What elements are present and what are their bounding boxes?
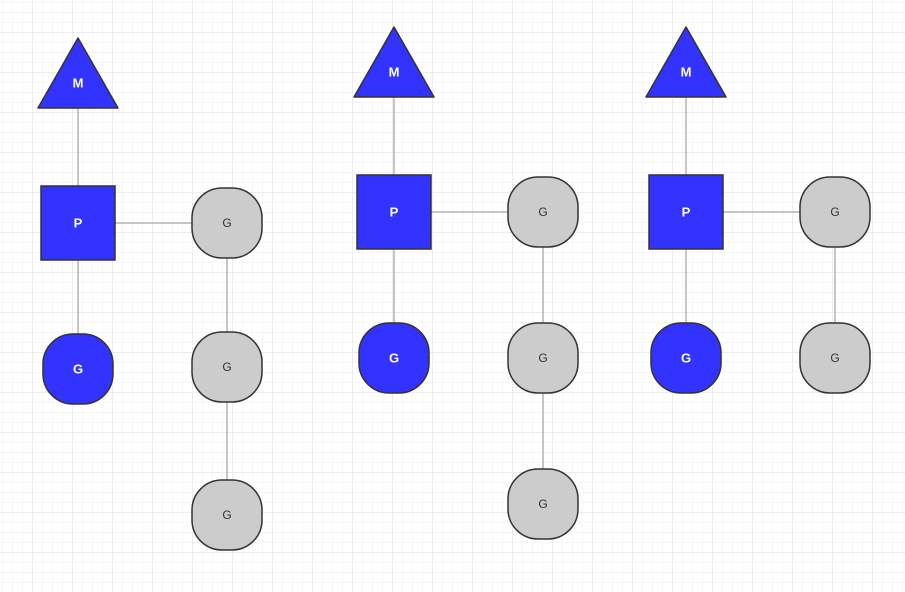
running-goroutine-label-2: G <box>389 351 399 366</box>
queued-goroutine-2-1 <box>507 176 579 248</box>
queued-goroutine-label-1-2: G <box>222 360 231 374</box>
machine-label-1: M <box>73 76 84 91</box>
running-goroutine-2 <box>358 322 430 394</box>
running-goroutine-label-3: G <box>681 351 691 366</box>
group-3: M P G G G <box>645 26 871 394</box>
queued-goroutine-1-3 <box>191 479 263 551</box>
queued-goroutine-2-2 <box>507 322 579 394</box>
queued-goroutine-2-3 <box>507 468 579 540</box>
queued-goroutine-label-2-1: G <box>538 205 547 219</box>
queued-goroutine-label-1-1: G <box>222 216 231 230</box>
queued-goroutine-label-3-2: G <box>830 351 839 365</box>
group-1: M P G G G G <box>37 37 263 551</box>
queued-goroutine-label-1-3: G <box>222 508 231 522</box>
processor-square-3 <box>648 174 724 250</box>
group-2: M P G G G G <box>353 26 579 540</box>
processor-label-3: P <box>682 205 691 220</box>
processor-label-2: P <box>390 205 399 220</box>
machine-label-3: M <box>681 65 692 80</box>
queued-goroutine-3-2 <box>799 322 871 394</box>
queued-goroutine-3-1 <box>799 176 871 248</box>
machine-triangle-1 <box>37 37 119 109</box>
processor-square-2 <box>356 174 432 250</box>
queued-goroutine-label-3-1: G <box>830 205 839 219</box>
queued-goroutine-label-2-2: G <box>538 351 547 365</box>
queued-goroutine-1-2 <box>191 331 263 403</box>
running-goroutine-3 <box>650 322 722 394</box>
processor-label-1: P <box>74 216 83 231</box>
queued-goroutine-label-2-3: G <box>538 497 547 511</box>
machine-label-2: M <box>389 65 400 80</box>
processor-square-1 <box>40 185 116 261</box>
nodes: M P G G G G M P G G G G M P G G G <box>37 26 871 551</box>
machine-triangle-3 <box>645 26 727 98</box>
running-goroutine-label-1: G <box>73 362 83 377</box>
running-goroutine-1 <box>42 333 114 405</box>
queued-goroutine-1-1 <box>191 187 263 259</box>
machine-triangle-2 <box>353 26 435 98</box>
edges <box>77 97 836 480</box>
